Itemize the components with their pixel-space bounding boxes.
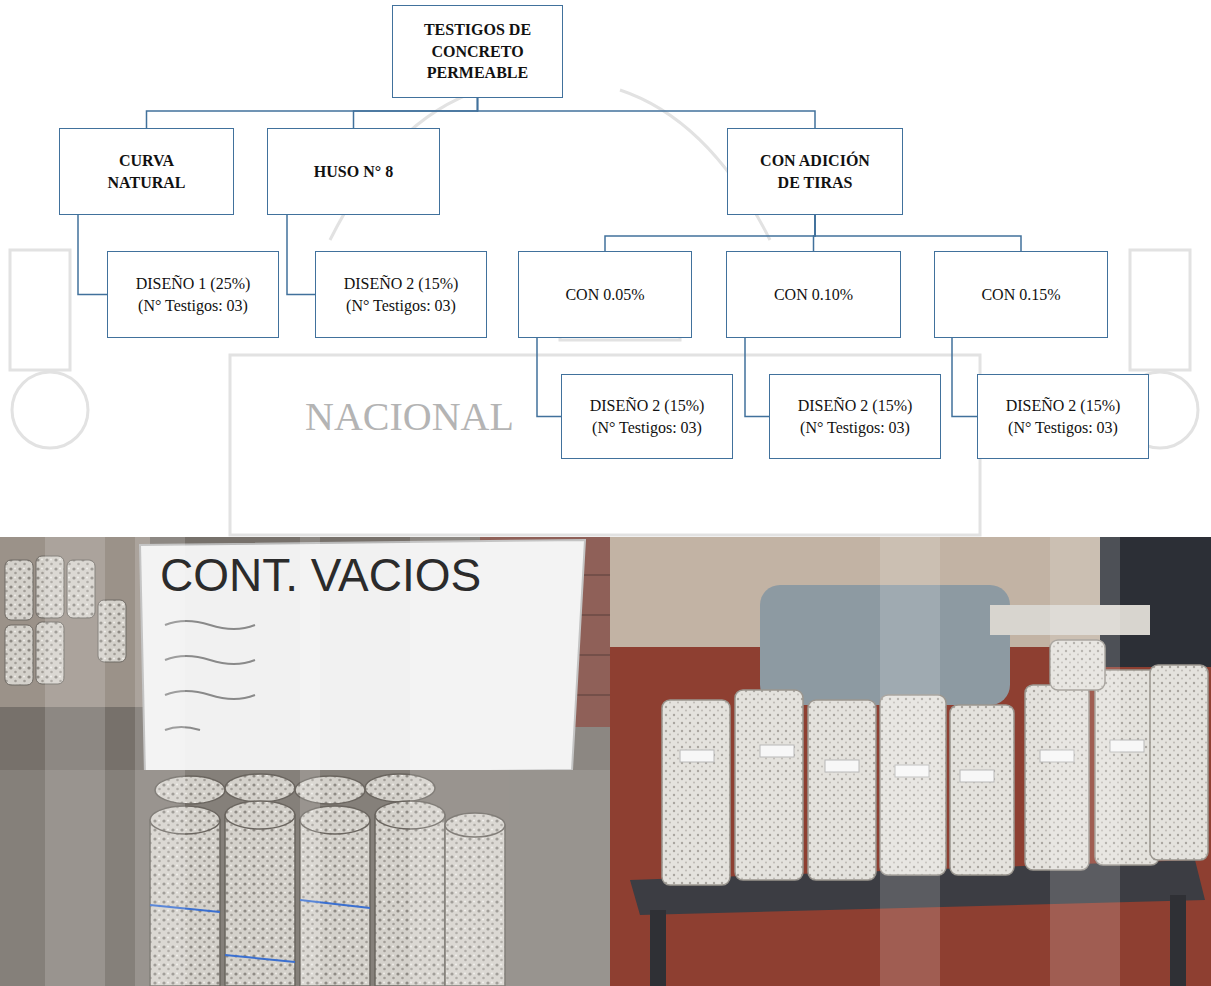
connector-line [287, 215, 315, 295]
node-text: DISEÑO 2 (15%) (N° Testigos: 03) [983, 395, 1143, 438]
category-box: CURVA NATURAL [59, 128, 234, 215]
connector-line [537, 338, 561, 417]
dosage-box: CON 0.05% [518, 251, 692, 338]
watermark-text: NACIONAL [305, 393, 514, 440]
connector-line [478, 98, 816, 128]
design-box: DISEÑO 1 (25%) (N° Testigos: 03) [107, 251, 279, 338]
connector-line [147, 98, 478, 128]
root-box: TESTIGOS DE CONCRETO PERMEABLE [392, 5, 563, 98]
design-box: DISEÑO 2 (15%) (N° Testigos: 03) [561, 374, 733, 459]
connector-line [605, 215, 815, 251]
node-text: DISEÑO 2 (15%) (N° Testigos: 03) [321, 273, 481, 316]
node-text: TESTIGOS DE CONCRETO PERMEABLE [403, 19, 553, 84]
node-text: CURVA NATURAL [97, 150, 197, 193]
category-box: CON ADICIÓN DE TIRAS [727, 128, 903, 215]
category-box: HUSO N° 8 [267, 128, 440, 215]
node-text: HUSO N° 8 [314, 161, 393, 183]
design-box: DISEÑO 2 (15%) (N° Testigos: 03) [315, 251, 487, 338]
connector-line [815, 215, 1021, 251]
node-text: DISEÑO 2 (15%) (N° Testigos: 03) [775, 395, 935, 438]
dosage-box: CON 0.15% [934, 251, 1108, 338]
right-photo [610, 537, 1211, 986]
connector-line [745, 338, 769, 417]
connector-line [952, 338, 977, 417]
design-box: DISEÑO 2 (15%) (N° Testigos: 03) [769, 374, 941, 459]
left-photo [0, 537, 610, 986]
design-box: DISEÑO 2 (15%) (N° Testigos: 03) [977, 374, 1149, 459]
node-text: DISEÑO 2 (15%) (N° Testigos: 03) [567, 395, 727, 438]
node-text: CON 0.15% [981, 284, 1060, 306]
node-text: CON 0.05% [565, 284, 644, 306]
connector-line [78, 215, 107, 295]
node-text: CON 0.10% [774, 284, 853, 306]
connector-line [354, 98, 478, 128]
board-writing: CONT. VACIOS [160, 548, 481, 602]
node-text: CON ADICIÓN DE TIRAS [740, 150, 890, 193]
node-text: DISEÑO 1 (25%) (N° Testigos: 03) [113, 273, 273, 316]
dosage-box: CON 0.10% [726, 251, 901, 338]
watermark-bands [45, 537, 1120, 986]
